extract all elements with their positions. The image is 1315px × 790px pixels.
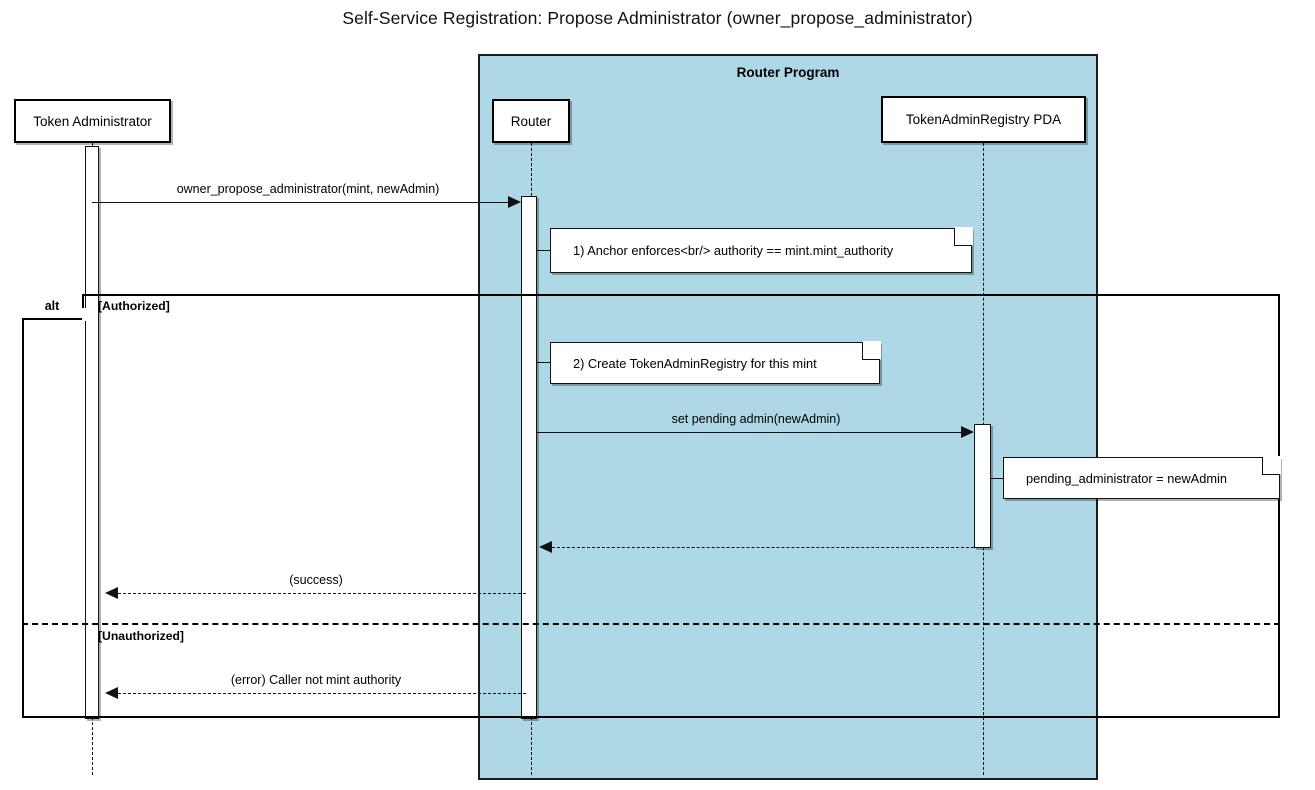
note-text: 2) Create TokenAdminRegistry for this mi… [573,355,817,371]
participant-token-administrator[interactable]: Token Administrator [14,99,171,143]
message-label-set-pending-admin: set pending admin(newAdmin) [671,412,841,426]
message-arrowhead-owner-propose-administrator [508,195,521,208]
note-fold-icon [954,228,972,246]
message-arrowhead-set-pending-admin [961,425,974,438]
diagram-title: Self-Service Registration: Propose Admin… [342,8,973,28]
alt-operator-label: alt [44,299,60,313]
activation-token-admin [85,146,99,719]
activation-router [521,196,537,719]
message-line-error [118,693,526,694]
note-fold-icon [1262,457,1280,475]
message-arrowhead-error [105,686,118,699]
alt-fragment-divider [22,623,1280,625]
note-connector-3 [991,478,1004,479]
note-anchor-enforces: 1) Anchor enforces<br/> authority == min… [550,227,973,273]
participant-router[interactable]: Router [492,99,570,143]
note-connector-2 [537,362,551,363]
alt-guard-unauthorized: [Unauthorized] [98,629,184,643]
note-create-token-admin-registry: 2) Create TokenAdminRegistry for this mi… [550,341,881,384]
message-line-owner-propose-administrator [92,202,510,203]
note-text: pending_administrator = newAdmin [1026,470,1227,486]
alt-fragment-frame [22,294,1280,718]
message-label-owner-propose-administrator: owner_propose_administrator(mint, newAdm… [176,182,440,196]
participant-label: Router [510,113,552,129]
note-text: 1) Anchor enforces<br/> authority == min… [573,243,894,258]
message-label-error: (error) Caller not mint authority [230,673,402,687]
message-arrowhead-success [105,586,118,599]
message-line-registry-return [552,547,974,548]
note-fold-icon [862,342,880,360]
message-line-set-pending-admin [537,432,964,433]
participant-token-admin-registry-pda[interactable]: TokenAdminRegistry PDA [881,96,1086,143]
note-pending-administrator-assignment: pending_administrator = newAdmin [1003,456,1281,499]
activation-registry-pda [974,424,991,548]
group-box-router-program [478,54,1098,780]
group-box-label: Router Program [736,65,840,80]
message-line-success [118,593,526,594]
participant-label: Token Administrator [33,113,152,129]
alt-fragment-operator-tab: alt [22,294,95,321]
note-connector-1 [537,250,551,251]
message-label-success: (success) [289,573,343,587]
message-arrowhead-registry-return [539,540,552,553]
participant-label: TokenAdminRegistry PDA [905,112,1062,127]
alt-guard-authorized: [Authorized] [98,299,170,313]
alt-tab-corner [82,307,95,321]
